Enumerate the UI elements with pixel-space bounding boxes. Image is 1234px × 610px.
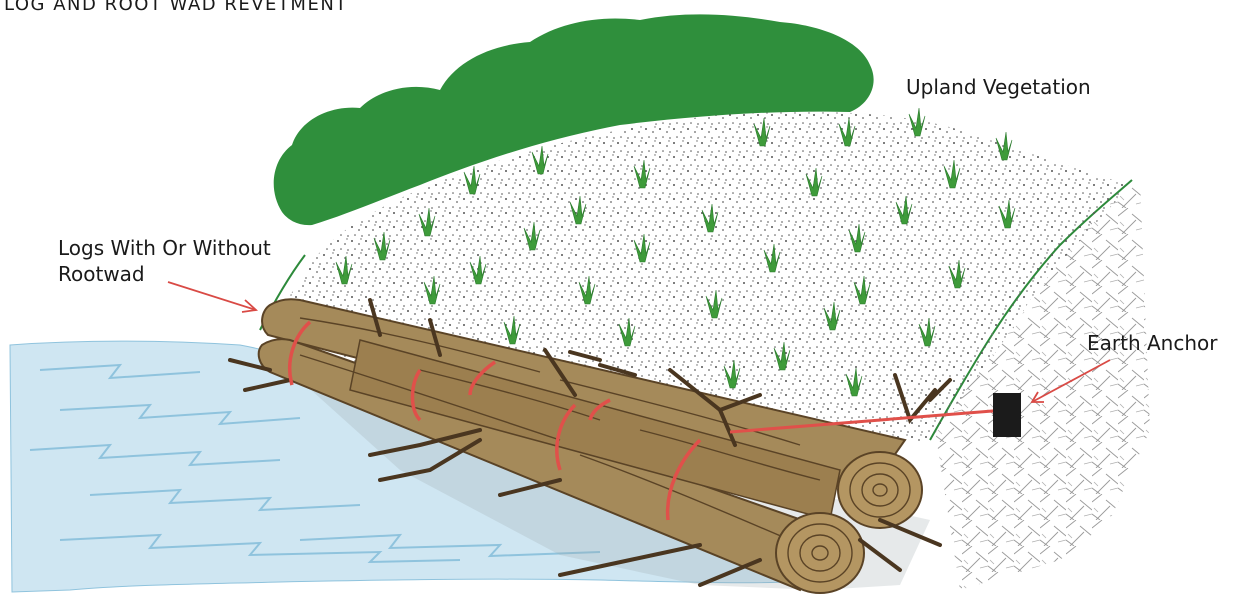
label-upland-vegetation: Upland Vegetation xyxy=(906,74,1091,100)
log-end-front xyxy=(776,513,864,593)
log-end-back xyxy=(838,452,922,528)
label-logs-line2: Rootwad xyxy=(58,261,271,287)
label-logs-line1: Logs With Or Without xyxy=(58,235,271,261)
label-logs: Logs With Or Without Rootwad xyxy=(58,235,271,287)
earth-anchor-icon xyxy=(993,393,1021,437)
label-earth-anchor: Earth Anchor xyxy=(1087,330,1217,356)
